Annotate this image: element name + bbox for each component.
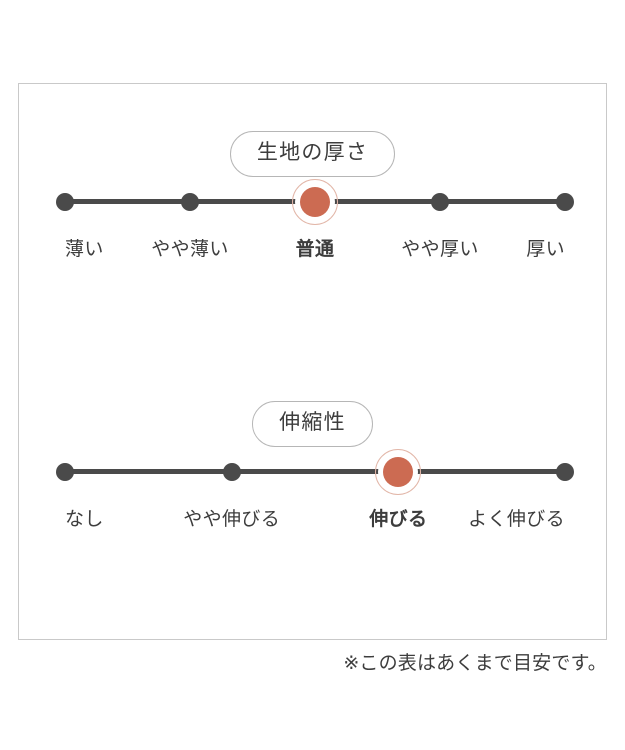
scale-dot-icon (181, 192, 199, 211)
thickness-scale-inner: 薄い やや薄い 普通 やや厚い (56, 177, 574, 261)
thickness-scale-label-2: 普通 (295, 238, 335, 260)
thickness-scale-label-3: やや厚い (401, 238, 479, 260)
thickness-scale-label-1: やや薄い (151, 238, 229, 260)
stretch-scale-label-1: やや伸びる (183, 508, 281, 530)
stretch-scale-label-3: よく伸びる (468, 508, 565, 530)
footnote-disclaimer: ※この表はあくまで目安です。 (343, 653, 607, 674)
stretch-scale-inner: なし やや伸びる 伸びる よく伸びる (56, 447, 574, 531)
active-ring-icon (375, 448, 422, 495)
scale-dot-icon (556, 462, 574, 481)
scale-dot-icon (56, 192, 74, 211)
thickness-scale-label-0: 薄い (65, 238, 104, 260)
scale-dot-icon (222, 462, 241, 481)
scale-dot-icon-active (383, 456, 414, 487)
stretch-scale-track (65, 469, 565, 475)
active-ring-icon (292, 178, 338, 225)
thickness-scale: 薄い やや薄い 普通 やや厚い (19, 177, 606, 261)
section-heading-stretch: 伸縮性 (252, 401, 373, 448)
section-heading-thickness: 生地の厚さ (229, 131, 396, 178)
scale-dot-icon (431, 192, 449, 211)
stretch-scale-label-0: なし (65, 508, 104, 530)
spec-section-stretch: 伸縮性 なし やや伸びる 伸びる (19, 401, 606, 531)
section-heading-wrap-thickness: 生地の厚さ (19, 131, 606, 178)
scale-dot-icon (56, 462, 74, 481)
stretch-scale: なし やや伸びる 伸びる よく伸びる (19, 447, 606, 531)
thickness-scale-label-4: 厚い (526, 238, 565, 260)
stretch-scale-label-2: 伸びる (369, 508, 428, 530)
scale-dot-icon (556, 192, 574, 211)
section-heading-wrap-stretch: 伸縮性 (19, 401, 606, 448)
fabric-spec-card: 生地の厚さ 薄い やや薄い 普通 (18, 83, 607, 640)
scale-dot-icon-active (300, 186, 330, 217)
spec-section-thickness: 生地の厚さ 薄い やや薄い 普通 (19, 131, 606, 261)
